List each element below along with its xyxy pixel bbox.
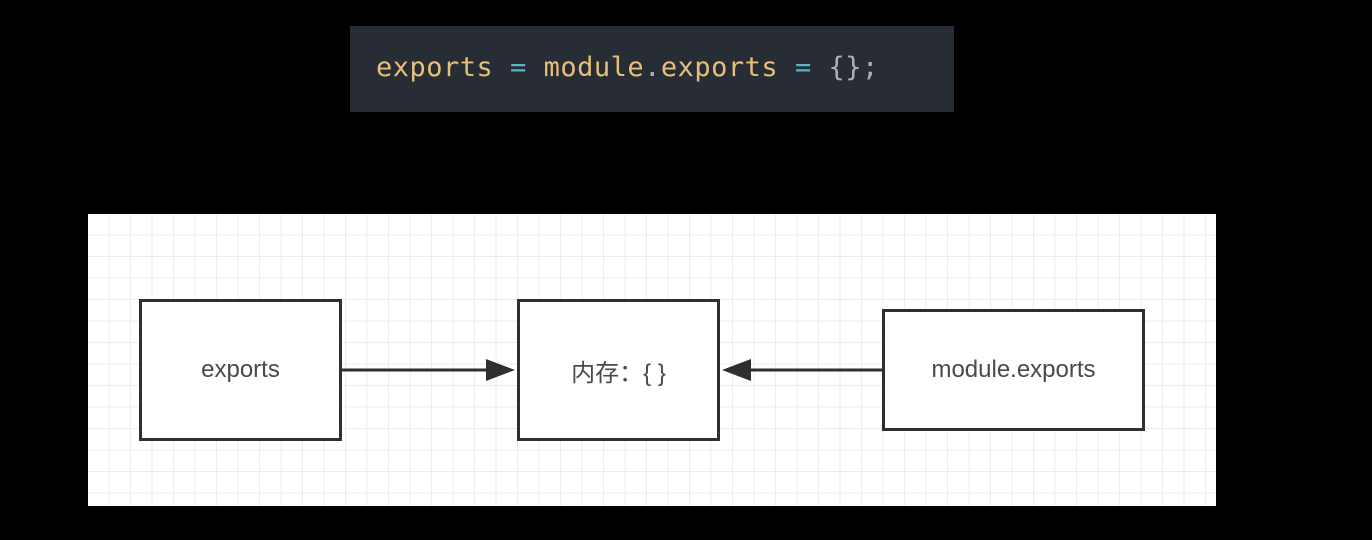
diagram-connectors — [342, 359, 882, 381]
code-token-exports: exports — [376, 52, 494, 83]
node-memory: 内存：{ } — [517, 299, 720, 441]
node-module-exports: module.exports — [882, 309, 1145, 431]
node-module-exports-label: module.exports — [931, 356, 1096, 383]
reference-diagram: exports 内存：{ } module.exports — [88, 214, 1216, 506]
code-token-module: module — [543, 52, 645, 83]
code-token-assign-2: = — [778, 52, 829, 83]
arrowhead-icon — [486, 359, 515, 381]
arrow-exports-to-memory — [342, 359, 515, 381]
code-token-assign: = — [493, 52, 544, 83]
code-snippet: exports = module.exports = {}; — [350, 26, 954, 112]
arrowhead-icon — [722, 359, 751, 381]
code-line: exports = module.exports = {}; — [376, 50, 879, 86]
code-token-empty-object: {}; — [828, 52, 879, 83]
arrow-module-exports-to-memory — [722, 359, 882, 381]
code-token-exports-prop: exports — [660, 52, 779, 83]
node-exports: exports — [139, 299, 342, 441]
node-memory-label: 内存：{ } — [571, 359, 666, 387]
node-exports-label: exports — [201, 356, 280, 383]
code-token-dot: . — [644, 52, 661, 83]
